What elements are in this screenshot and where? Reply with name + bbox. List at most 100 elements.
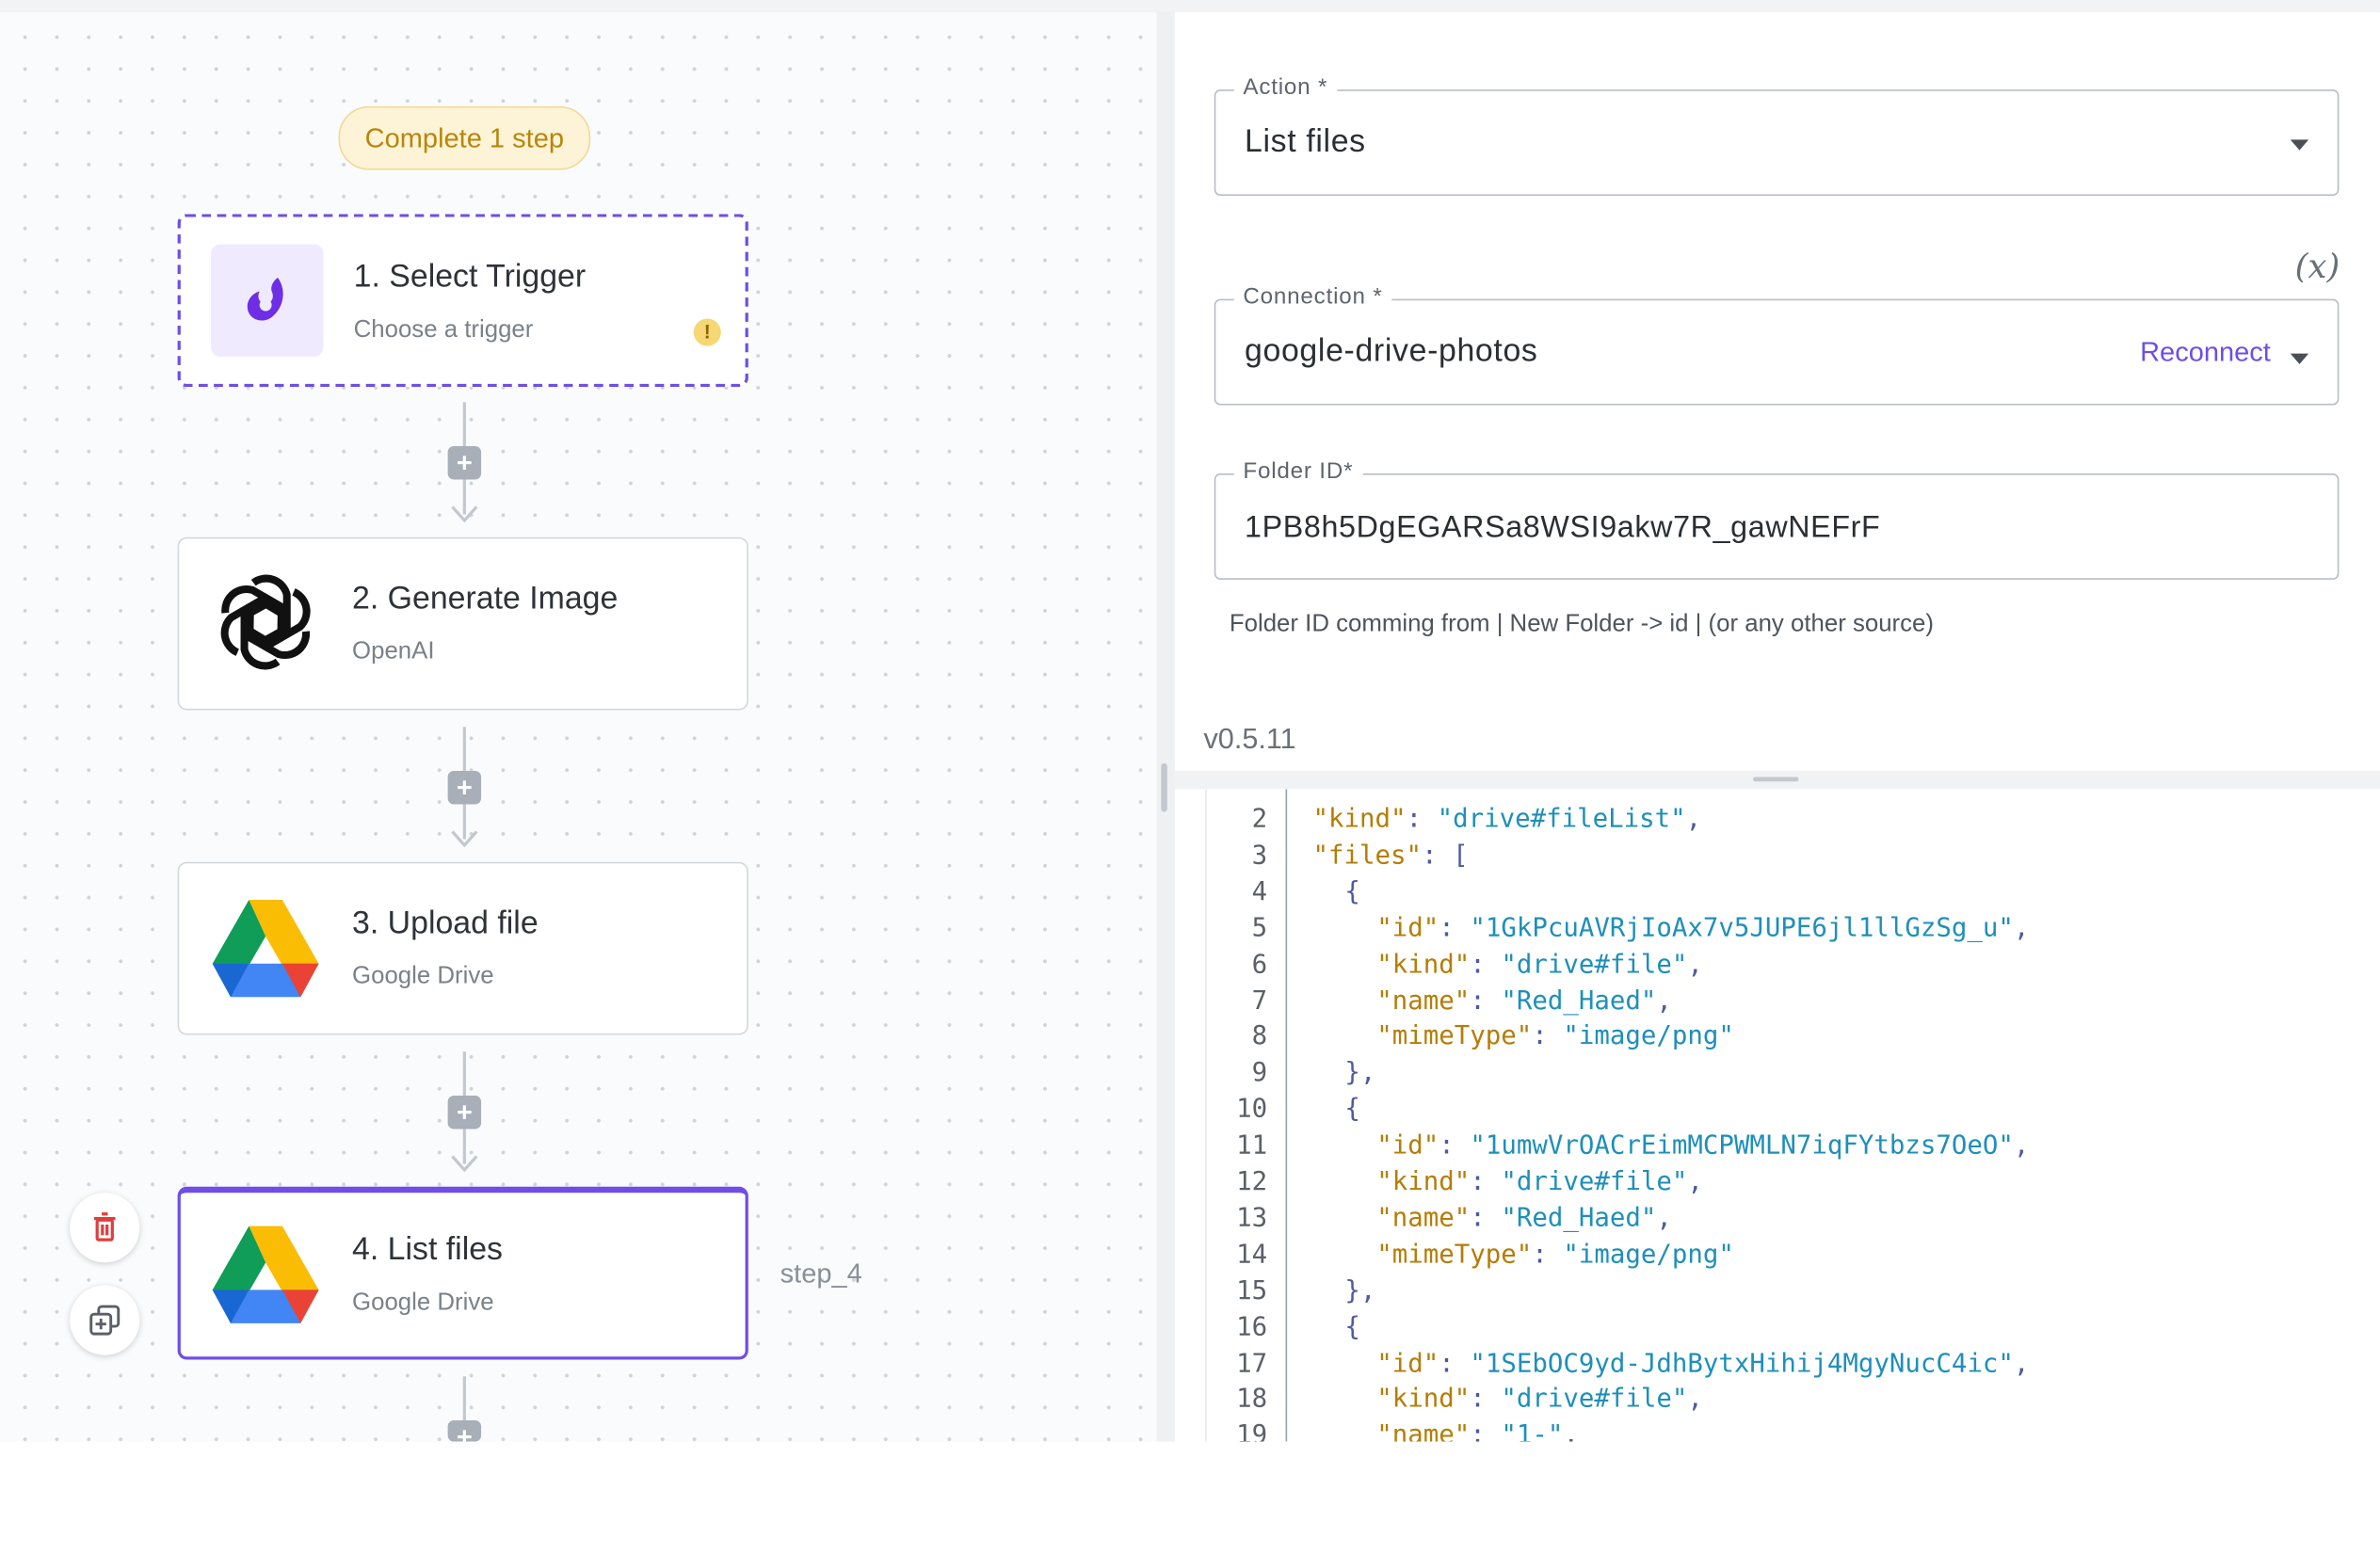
json-string-value: "drive#file" — [1501, 1166, 1688, 1198]
json-colon: : — [1532, 1239, 1564, 1271]
json-key: "kind" — [1376, 1166, 1471, 1198]
action-select[interactable]: Action * List files — [1214, 73, 2340, 196]
line-number: 12 — [1236, 1166, 1268, 1198]
code-line: "name": "1-", — [1376, 1420, 1579, 1441]
panel-splitter[interactable] — [1156, 11, 1175, 1442]
code-line: "mimeType": "image/png" — [1376, 1240, 1734, 1270]
json-colon: : — [1470, 1203, 1502, 1234]
step-card-trigger[interactable]: 1. Select Trigger Choose a trigger ! — [177, 214, 748, 388]
json-key: "id" — [1376, 913, 1439, 944]
step-card-upload-file[interactable]: 3. Upload file Google Drive — [177, 861, 748, 1035]
dynamic-value-toggle[interactable]: (x) — [2294, 248, 2340, 287]
line-number: 8 — [1251, 1021, 1268, 1052]
code-line: "id": "1SEbOC9yd-JdhBytxHihij4MgyNucC4ic… — [1376, 1348, 2029, 1378]
step-title: 3. Upload file — [352, 905, 539, 941]
connector-line — [462, 1376, 466, 1422]
step-card-generate-image[interactable]: 2. Generate Image OpenAI — [177, 537, 748, 711]
line-number: 13 — [1236, 1203, 1268, 1234]
json-colon: : — [1422, 840, 1454, 872]
json-colon: : — [1532, 1021, 1564, 1052]
json-colon: : — [1439, 1348, 1471, 1379]
json-punctuation: }, — [1344, 1275, 1376, 1306]
connector-arrow-icon — [451, 830, 478, 848]
openai-logo-icon — [209, 566, 321, 678]
complete-steps-badge: Complete 1 step — [338, 105, 591, 170]
duplicate-icon — [89, 1305, 121, 1336]
step-title: 1. Select Trigger — [353, 259, 587, 295]
code-line: }, — [1344, 1058, 1375, 1088]
code-line: "kind": "drive#fileList", — [1313, 804, 1702, 834]
connection-select[interactable]: Connection * google-drive-photos Reconne… — [1214, 283, 2340, 406]
step-title: 4. List files — [352, 1232, 503, 1268]
folder-id-input[interactable]: Folder ID* 1PB8h5DgEGARSa8WSI9akw7R_gawN… — [1214, 457, 2340, 580]
line-number: 17 — [1236, 1348, 1268, 1379]
step-subtitle: Google Drive — [352, 963, 494, 990]
json-punctuation: { — [1344, 1311, 1360, 1343]
json-punctuation: { — [1344, 1094, 1360, 1125]
json-colon: : — [1406, 804, 1438, 835]
json-colon: : — [1470, 949, 1502, 980]
folder-id-label: Folder ID* — [1233, 457, 1362, 485]
step-id-label: step_4 — [780, 1258, 862, 1289]
line-number: 10 — [1236, 1094, 1268, 1125]
json-comma: , — [1656, 1203, 1672, 1234]
json-string-value: "drive#file" — [1501, 1384, 1688, 1416]
json-colon: : — [1470, 1384, 1502, 1416]
json-colon: : — [1439, 913, 1471, 944]
line-number: 18 — [1236, 1384, 1268, 1416]
step-title: 2. Generate Image — [352, 581, 619, 617]
dropdown-caret-icon — [2290, 139, 2309, 151]
line-number: 11 — [1236, 1130, 1268, 1161]
folder-id-hint: Folder ID comming from | New Folder -> i… — [1229, 611, 1934, 638]
json-comma: , — [1656, 985, 1672, 1017]
delete-step-button[interactable] — [70, 1193, 140, 1263]
json-comma: , — [1685, 804, 1702, 835]
json-string-value: "1SEbOC9yd-JdhBytxHihij4MgyNucC4ic" — [1470, 1348, 2014, 1379]
json-comma: , — [1563, 1420, 1579, 1442]
piece-version: v0.5.11 — [1203, 724, 1296, 756]
google-drive-icon — [209, 1217, 321, 1329]
json-string-value: "image/png" — [1563, 1239, 1734, 1271]
splitter-handle[interactable] — [1161, 762, 1167, 812]
json-colon: : — [1439, 1130, 1471, 1161]
code-line: }, — [1344, 1275, 1375, 1306]
google-drive-icon — [209, 890, 321, 1002]
json-bracket: [ — [1453, 840, 1469, 872]
dropdown-caret-icon — [2290, 353, 2309, 364]
connection-value: google-drive-photos — [1245, 333, 1538, 369]
output-resize-handle[interactable] — [1753, 777, 1799, 782]
connector-arrow-icon — [451, 1155, 478, 1173]
json-string-value: "drive#fileList" — [1437, 804, 1686, 835]
reconnect-link[interactable]: Reconnect — [2140, 336, 2271, 368]
connector-arrow-icon — [451, 505, 478, 523]
line-number: 6 — [1251, 949, 1268, 980]
json-string-value: "1GkPcuAVRjIoAx7v5JUPE6jl1llGzSg_u" — [1470, 913, 2014, 944]
folder-id-value[interactable]: 1PB8h5DgEGARSa8WSI9akw7R_gawNEFrF — [1245, 511, 1881, 545]
code-line: "kind": "drive#file", — [1376, 950, 1703, 980]
plus-icon[interactable]: + — [447, 445, 482, 480]
line-number: 2 — [1251, 804, 1268, 835]
json-string-value: "Red_Haed" — [1501, 1203, 1657, 1234]
plus-icon[interactable]: + — [447, 1420, 482, 1442]
json-comma: , — [1687, 1166, 1703, 1198]
json-key: "mimeType" — [1376, 1239, 1533, 1271]
json-comma: , — [1687, 1384, 1703, 1416]
json-key: "files" — [1312, 840, 1423, 872]
step-subtitle: Choose a trigger — [353, 316, 534, 344]
step-card-list-files[interactable]: 4. List files Google Drive — [177, 1186, 748, 1360]
json-comma: , — [2013, 1130, 2030, 1161]
json-string-value: "1umwVrOACrEimMCPWMLN7iqFYtbzs7OeO" — [1470, 1130, 2014, 1161]
plus-icon[interactable]: + — [447, 1096, 482, 1129]
step-subtitle: OpenAI — [352, 638, 435, 665]
duplicate-step-button[interactable] — [70, 1285, 140, 1355]
plus-icon[interactable]: + — [447, 770, 482, 805]
line-number: 9 — [1251, 1058, 1268, 1089]
trash-icon — [93, 1212, 116, 1242]
line-number: 15 — [1236, 1275, 1268, 1306]
json-key: "kind" — [1376, 1384, 1471, 1416]
warning-icon: ! — [693, 318, 721, 346]
json-key: "mimeType" — [1376, 1021, 1533, 1052]
line-number: 7 — [1251, 985, 1268, 1017]
